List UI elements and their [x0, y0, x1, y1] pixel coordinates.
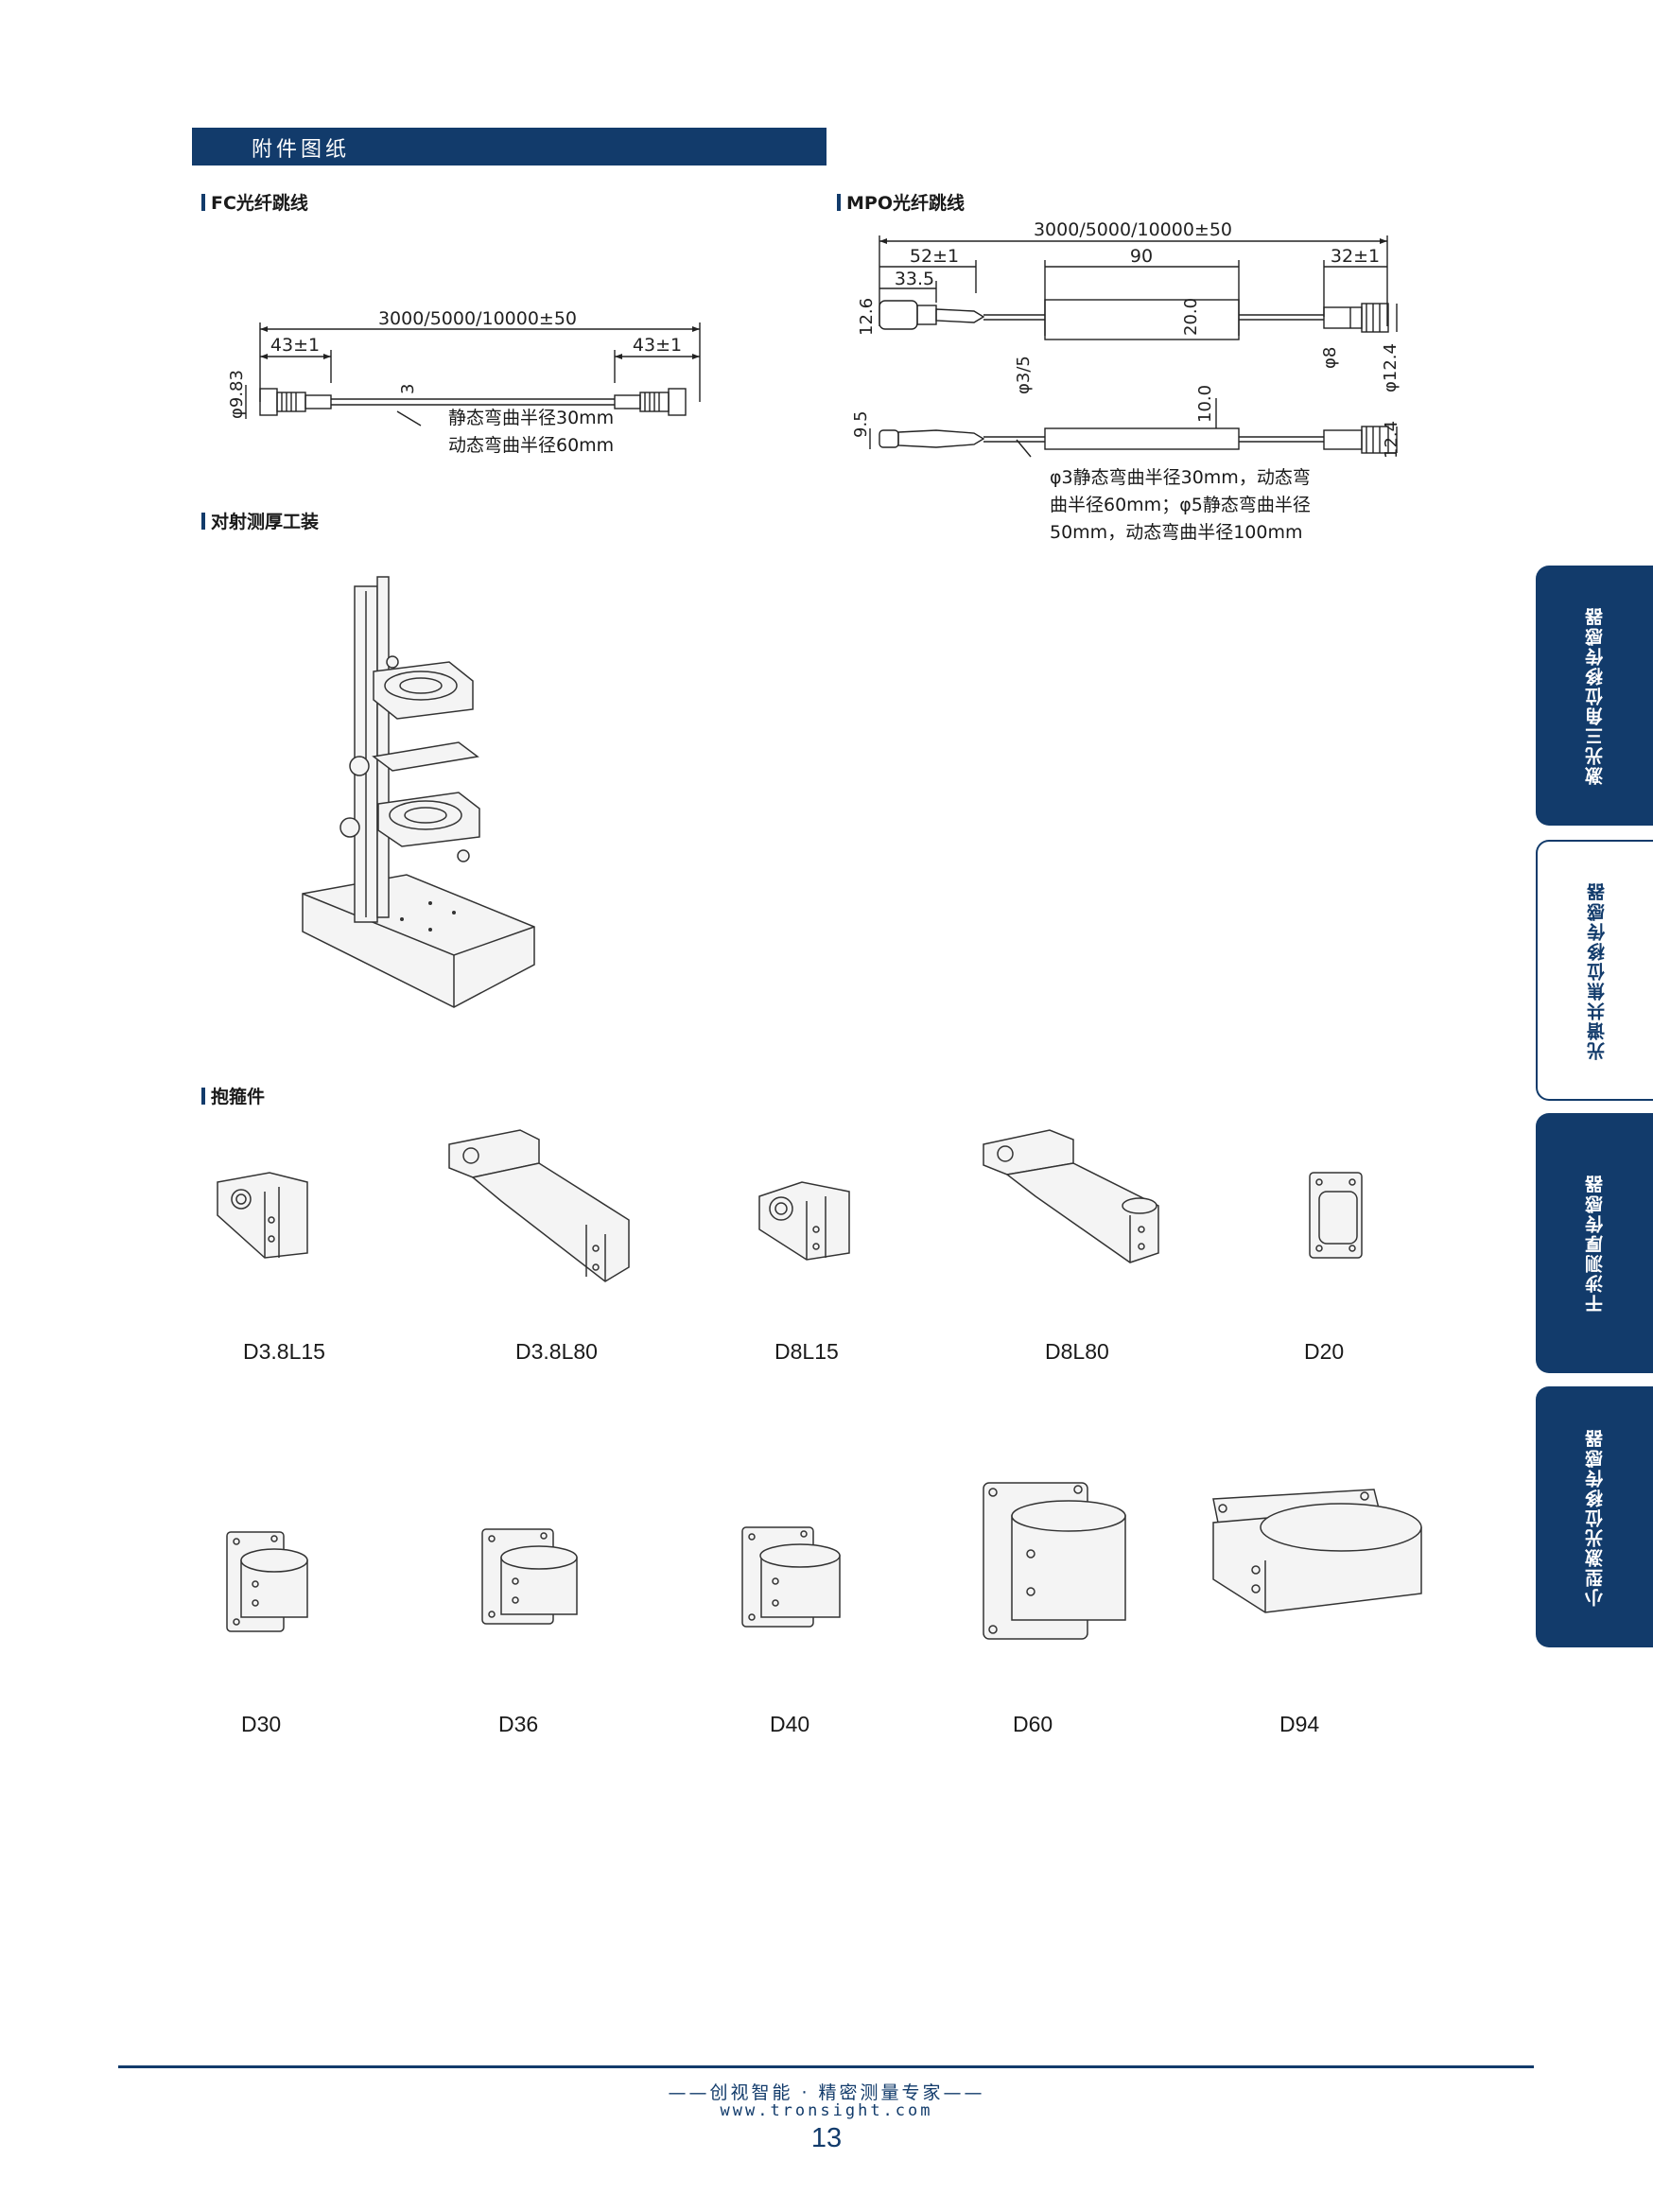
footer-url[interactable]: www.tronsight.com	[720, 2101, 933, 2120]
section-title: 附件图纸	[252, 138, 351, 162]
mpo-bend-note: φ3静态弯曲半径30mm，动态弯 曲半径60mm；φ5静态弯曲半径 50mm，动…	[1050, 467, 1311, 543]
mpo-h3-dim: 9.5	[851, 410, 871, 438]
fc-section-heading: FC光纤跳线	[201, 189, 308, 215]
clamps-section-heading: 抱箍件	[201, 1083, 265, 1108]
clamp-d8l80-illustration	[983, 1129, 1159, 1263]
mpo-h2-dim: 20.0	[1181, 298, 1201, 336]
mpo-h5-dim: 12.4	[1382, 421, 1401, 459]
mpo-h4-dim: 10.0	[1195, 385, 1215, 423]
clamp-label-d30: D30	[241, 1712, 282, 1736]
page-number: 13	[810, 2123, 843, 2153]
mpo-section-heading: MPO光纤跳线	[837, 189, 965, 215]
clamp-d8l15-illustration	[758, 1181, 850, 1261]
side-tab-spectral-confocal[interactable]: 光谱共焦位移传感器	[1536, 840, 1653, 1101]
heading-marker	[837, 193, 841, 211]
fc-dia-dim: φ9.83	[227, 370, 247, 419]
side-tab-interference-thickness[interactable]: 干涉测厚传感器	[1536, 1113, 1653, 1373]
mpo-left-dim: 52±1	[910, 246, 959, 267]
side-tab-laser-triangulation[interactable]: 激光三角位移传感器	[1536, 566, 1653, 826]
heading-marker	[201, 1087, 205, 1105]
mpo-total-dim: 3000/5000/10000±50	[1034, 219, 1232, 240]
mpo-mid-dim: 90	[1130, 246, 1153, 267]
side-tab-label: 光谱共焦位移传感器	[1586, 880, 1608, 1060]
mpo-h1-dim: 12.6	[857, 298, 877, 336]
mpo-inner-dim: 33.5	[895, 269, 934, 289]
mpo-d3-dim: φ3/5	[1014, 356, 1034, 394]
clamp-d94-illustration	[1212, 1489, 1422, 1613]
fc-cable-dim: 3	[398, 384, 418, 394]
thickness-fixture-illustration	[302, 576, 535, 1008]
fc-bend-note: 静态弯曲半径30mm 动态弯曲半径60mm	[448, 408, 615, 456]
heading-marker	[201, 193, 205, 211]
clamp-label-d36: D36	[498, 1712, 539, 1736]
clamps-section-title: 抱箍件	[211, 1087, 266, 1107]
clamp-d30-illustration	[226, 1531, 308, 1632]
mpo-d124-dim: φ12.4	[1381, 343, 1401, 392]
fc-total-dim: 3000/5000/10000±50	[378, 308, 577, 329]
footer-slogan: ——创视智能 · 精密测量专家——	[668, 2082, 985, 2103]
clamp-label-d94: D94	[1279, 1712, 1320, 1736]
mpo-d8-dim: φ8	[1320, 347, 1340, 369]
clamp-d40-illustration	[741, 1526, 841, 1628]
clamp-label-d3-8l80: D3.8L80	[515, 1339, 598, 1364]
side-tab-label: 干涉测厚传感器	[1584, 1174, 1606, 1313]
clamp-label-d3-8l15: D3.8L15	[243, 1339, 325, 1364]
clamp-d3-8l80-illustration	[448, 1129, 630, 1282]
clamp-label-d20: D20	[1304, 1339, 1345, 1364]
fc-section-title: FC光纤跳线	[211, 193, 308, 214]
clamp-d20-illustration	[1309, 1172, 1363, 1259]
mpo-cable-drawing: 3000/5000/10000±50 52±1 33.5 90 32±1 12.…	[851, 219, 1401, 459]
fixture-section-title: 对射测厚工装	[211, 512, 320, 532]
mpo-section-title: MPO光纤跳线	[846, 193, 965, 214]
clamp-label-d40: D40	[770, 1712, 810, 1736]
fc-cable-drawing: 3000/5000/10000±50 43±1 43±1 φ9.83 3	[227, 308, 701, 427]
clamp-d3-8l15-illustration	[217, 1172, 308, 1259]
footer-divider	[118, 2065, 1534, 2068]
clamp-label-d8l80: D8L80	[1045, 1339, 1109, 1364]
fc-right-dim: 43±1	[633, 335, 682, 356]
fixture-section-heading: 对射测厚工装	[201, 508, 319, 533]
side-tab-label: 激光三角位移传感器	[1584, 606, 1606, 785]
clamp-label-d8l15: D8L15	[774, 1339, 839, 1364]
clamp-label-d60: D60	[1013, 1712, 1053, 1736]
clamp-d36-illustration	[481, 1528, 578, 1625]
side-tab-label: 小型激光位移传感器	[1584, 1427, 1606, 1607]
side-tab-compact-laser[interactable]: 小型激光位移传感器	[1536, 1386, 1653, 1647]
fc-left-dim: 43±1	[270, 335, 320, 356]
heading-marker	[201, 512, 205, 530]
mpo-right-dim: 32±1	[1331, 246, 1380, 267]
section-banner	[192, 128, 826, 165]
clamp-d60-illustration	[983, 1482, 1126, 1640]
